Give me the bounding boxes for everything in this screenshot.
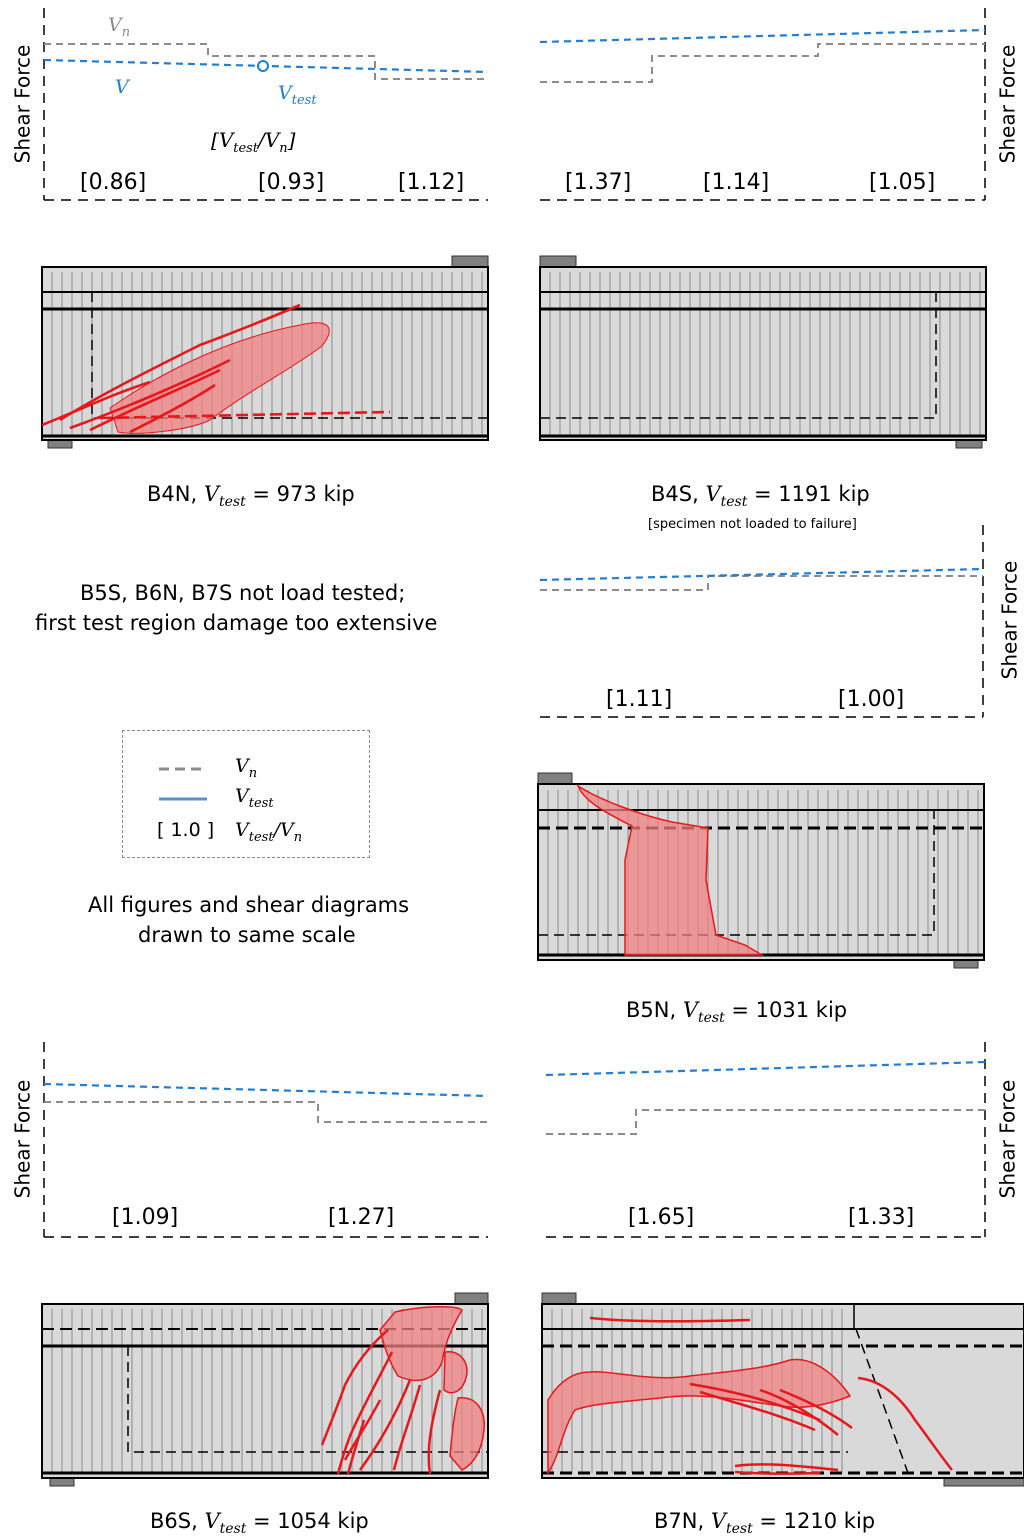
damage-region [443, 1351, 468, 1394]
damage-region [109, 322, 330, 434]
legend-ratio-label: Vtest/Vn [235, 819, 303, 845]
ratio-b7n-2: [1.33] [848, 1205, 915, 1230]
caption-b4s-note: [specimen not loaded to failure] [648, 517, 857, 532]
damage-region [576, 784, 765, 956]
vn-line-b4s [540, 43, 985, 83]
ratio-b4n-2: [0.93] [258, 170, 325, 195]
y-axis-label-b4n: Shear Force [10, 44, 35, 164]
scale-note-line2: drawn to same scale [138, 923, 356, 947]
caption-b4n: B4N, Vtest = 973 kip [147, 482, 355, 511]
beam-b5n [537, 772, 985, 969]
legend-ratio-symbol: [ 1.0 ] [157, 819, 215, 841]
caption-b7n: B7N, Vtest = 1210 kip [654, 1509, 876, 1538]
scale-note-line1: All figures and shear diagrams [88, 893, 410, 917]
y-axis-label-b7n: Shear Force [995, 1079, 1020, 1199]
ratio-b4n-3: [1.12] [398, 170, 465, 195]
beam-b7n [541, 1292, 1024, 1487]
vn-line-b6s [44, 1101, 488, 1123]
shear-diagram-b6s [43, 1042, 489, 1238]
ratio-b6s-1: [1.09] [112, 1205, 179, 1230]
legend-vn-label: Vn [235, 755, 258, 781]
ratio-header: [Vtest/Vn] [211, 128, 296, 156]
y-axis-label-b5n: Shear Force [997, 560, 1022, 680]
damage-region [449, 1397, 485, 1471]
y-axis-label-b6s: Shear Force [10, 1079, 35, 1199]
vn-line-b4n [44, 43, 488, 80]
y-axis-label-b4s: Shear Force [995, 44, 1020, 164]
ratio-b5n-1: [1.11] [606, 687, 673, 712]
shear-diagram-b7n [545, 1042, 986, 1238]
ratio-b7n-1: [1.65] [628, 1205, 695, 1230]
v-series-label: V [115, 76, 129, 98]
caption-b4s: B4S, Vtest = 1191 kip [651, 482, 870, 511]
ratio-b4s-3: [1.05] [869, 170, 936, 195]
vtest-marker [257, 60, 269, 72]
ratio-b5n-2: [1.00] [838, 687, 905, 712]
not-tested-note-line2: first test region damage too extensive [35, 611, 438, 635]
ratio-b6s-2: [1.27] [328, 1205, 395, 1230]
beam-b6s [41, 1292, 489, 1487]
vtest-series-label: Vtest [278, 82, 317, 108]
shear-diagram-b4n [43, 8, 489, 201]
vtest-line-b4s [539, 28, 986, 44]
caption-b6s: B6S, Vtest = 1054 kip [150, 1509, 369, 1538]
shear-diagram-b4s [539, 8, 986, 201]
damage-region [547, 1358, 852, 1476]
beam-b4n [41, 255, 489, 449]
vn-series-label: Vn [108, 14, 131, 40]
vn-line-b7n [546, 1109, 985, 1135]
ratio-b4s-2: [1.14] [703, 170, 770, 195]
caption-b5n: B5N, Vtest = 1031 kip [626, 998, 848, 1027]
vn-line-b5n [540, 575, 983, 591]
ratio-b4s-1: [1.37] [565, 170, 632, 195]
shear-diagram-b5n [539, 525, 984, 718]
vtest-line-b7n [545, 1060, 986, 1077]
vtest-line-b6s [43, 1082, 489, 1098]
vtest-line-b5n [539, 567, 984, 582]
legend-vtest-label: Vtest [235, 785, 274, 811]
not-tested-note-line1: B5S, B6N, B7S not load tested; [80, 581, 406, 605]
legend: Vn Vtest [ 1.0 ] Vtest/Vn [122, 730, 370, 858]
beam-b4s [539, 255, 987, 449]
ratio-b4n-1: [0.86] [80, 170, 147, 195]
